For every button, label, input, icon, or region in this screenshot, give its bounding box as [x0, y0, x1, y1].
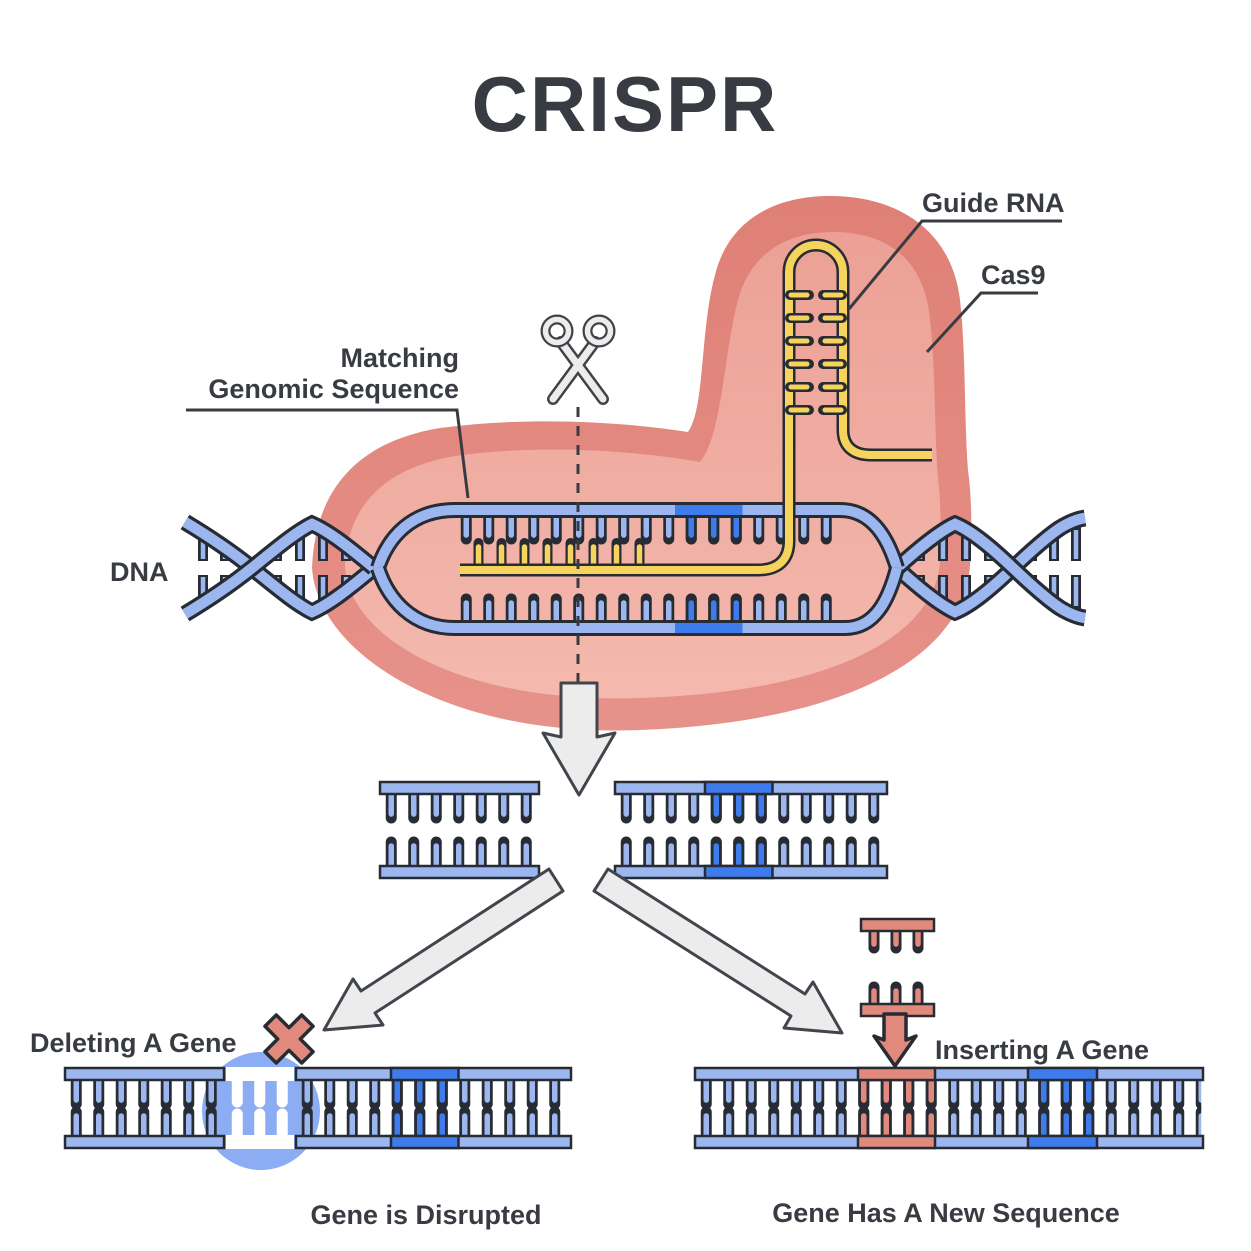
page-title: CRISPR — [472, 60, 779, 148]
scissors-icon — [540, 314, 616, 405]
label-cas9: Cas9 — [925, 260, 1046, 354]
label-guide-rna: Guide RNA — [847, 188, 1065, 310]
bubble-teeth-bottom — [455, 591, 838, 625]
guide-rna — [460, 238, 932, 577]
arrow-branch-left — [322, 867, 565, 1032]
dna-helix-right — [891, 509, 1087, 627]
disrupted-white-segment-top — [226, 1067, 294, 1081]
cut-fragment-left — [378, 780, 541, 880]
label-matching-genomic-sequence: Matching Genomic Sequence — [186, 343, 470, 499]
dna-row-new-sequence — [693, 1066, 1205, 1150]
inserted-gene-segment-top — [856, 1066, 937, 1082]
outcome-inserting: Inserting A Gene Gene Has A New Sequence — [693, 917, 1205, 1228]
dna-helix-left — [180, 514, 380, 622]
inserted-gene-segment-bottom — [856, 1134, 937, 1150]
caption-gene-disrupted: Gene is Disrupted — [310, 1200, 541, 1230]
disrupted-white-segment-bottom — [226, 1135, 294, 1149]
label-deleting-a-gene: Deleting A Gene — [30, 1028, 237, 1058]
outcome-deleting: Deleting A Gene Gene is Disrupted — [30, 1013, 573, 1230]
cut-fragment-right — [613, 780, 889, 880]
label-dna: DNA — [110, 557, 169, 587]
x-mark-icon — [263, 1013, 315, 1065]
leader-matching — [186, 408, 470, 499]
dna-row-disrupted — [63, 1066, 573, 1150]
dna-bubble — [370, 502, 905, 636]
guide-rna-teeth — [467, 535, 651, 569]
arrow-branch-right — [592, 867, 844, 1035]
svg-text:Cas9: Cas9 — [981, 260, 1046, 290]
leader-cas9 — [925, 291, 1038, 354]
leader-guide-rna — [847, 219, 1062, 310]
label-inserting-a-gene: Inserting A Gene — [935, 1035, 1149, 1065]
arrow-down — [541, 681, 617, 797]
svg-text:Genomic Sequence: Genomic Sequence — [208, 374, 459, 404]
caption-new-sequence: Gene Has A New Sequence — [772, 1198, 1120, 1228]
svg-text:Guide RNA: Guide RNA — [922, 188, 1065, 218]
svg-text:Matching: Matching — [341, 343, 460, 373]
guide-rna-hairpin-rungs — [785, 290, 847, 415]
cas9-blob — [312, 196, 972, 731]
insert-fragment — [859, 917, 936, 1018]
arrow-insert — [872, 1012, 918, 1068]
